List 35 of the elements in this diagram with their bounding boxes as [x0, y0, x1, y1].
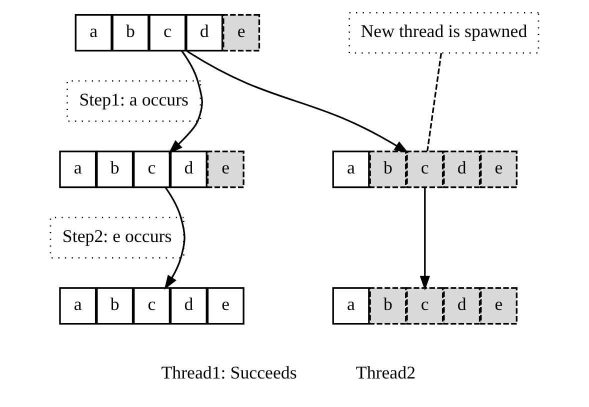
node-box: b	[369, 287, 407, 325]
label: Thread2	[356, 362, 416, 382]
node-box: a	[332, 287, 370, 325]
arrow	[164, 187, 186, 290]
node-box: e	[206, 287, 244, 325]
node-box: b	[96, 287, 134, 325]
node-box: a	[332, 150, 370, 188]
node-box: d	[443, 287, 481, 325]
arrow	[185, 49, 409, 154]
node-box: c	[133, 150, 171, 188]
node-box: c	[406, 150, 444, 188]
node-box: d	[186, 14, 224, 52]
node-box: c	[406, 287, 444, 325]
node-box: b	[369, 150, 407, 188]
node-box: d	[170, 150, 208, 188]
node-box: e	[222, 14, 260, 52]
node-box: c	[148, 14, 186, 52]
arrow	[420, 188, 430, 290]
node-box: a	[74, 14, 112, 52]
node-box: a	[59, 150, 97, 188]
node-box: a	[59, 287, 97, 325]
arrow	[168, 50, 203, 154]
node-box: e	[480, 150, 518, 188]
node-box: d	[443, 150, 481, 188]
node-box: b	[112, 14, 150, 52]
node-box: d	[170, 287, 208, 325]
node-box: b	[96, 150, 134, 188]
node-box: e	[206, 150, 244, 188]
node-box: Step2: e occurs	[50, 216, 184, 258]
node-box: Step1: a occurs	[66, 80, 202, 122]
node-box: New thread is spawned	[348, 12, 540, 54]
connector	[426, 53, 442, 152]
node-box: e	[480, 287, 518, 325]
node-box: c	[133, 287, 171, 325]
label: Thread1: Succeeds	[161, 362, 297, 382]
